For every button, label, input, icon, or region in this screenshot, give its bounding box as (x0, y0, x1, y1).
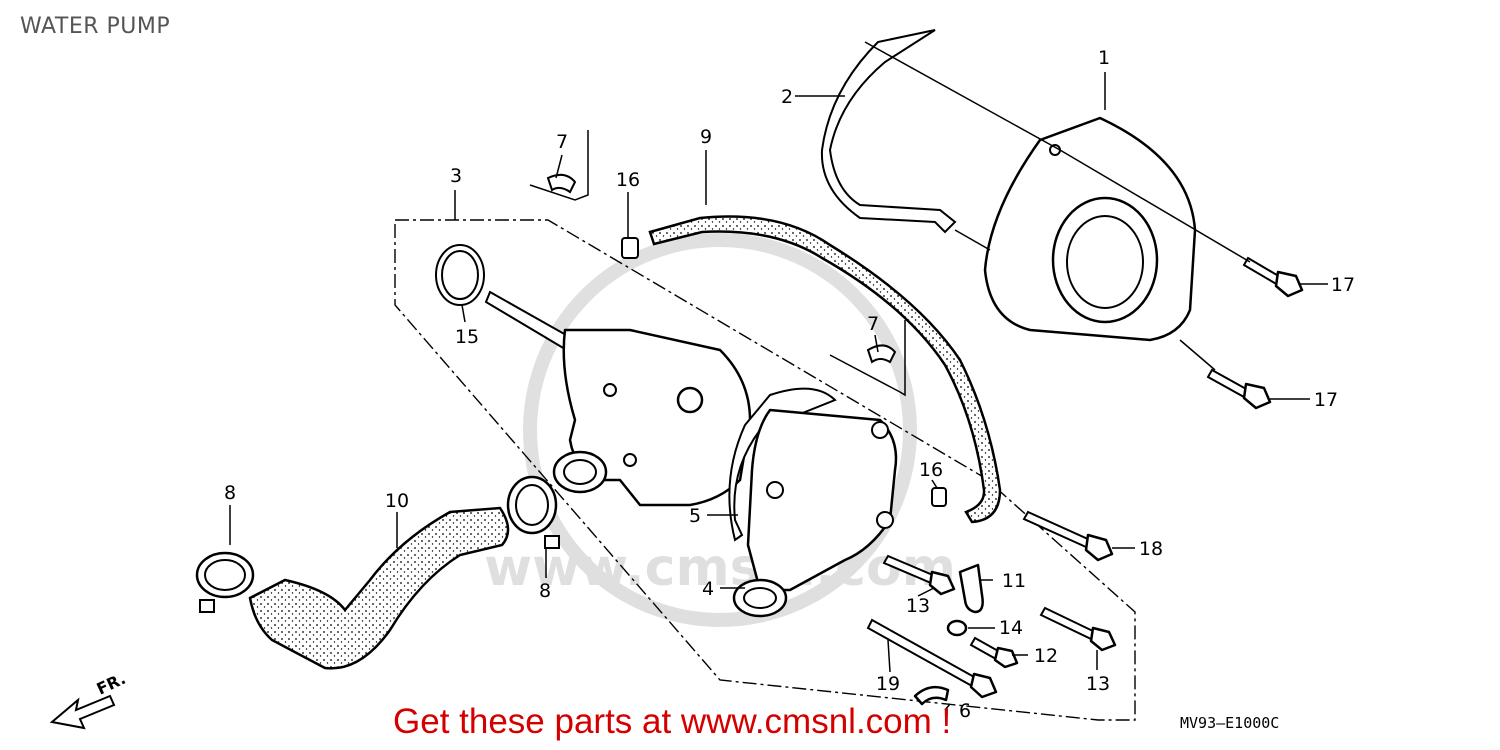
promo-link[interactable]: Get these parts at www.cmsnl.com ! (393, 702, 952, 741)
part-17-bolt-upper[interactable] (1242, 256, 1304, 298)
part-13-bolt-lower[interactable] (1039, 606, 1117, 652)
callout-16-lower: 16 (919, 459, 943, 481)
part-3-pump-body[interactable] (484, 290, 752, 507)
callout-16-upper: 16 (616, 169, 640, 191)
part-13-bolt-upper[interactable] (882, 554, 956, 596)
part-19-bolt[interactable] (866, 618, 998, 699)
part-5-o-ring-gasket[interactable] (728, 387, 837, 542)
front-direction-arrow: FR. (49, 669, 129, 730)
part-8-hose-clamp-left[interactable] (195, 551, 255, 613)
part-6-clip[interactable] (913, 685, 950, 706)
part-14-washer[interactable] (946, 619, 968, 637)
leader-lines (229, 41, 1328, 711)
callout-9: 9 (700, 126, 712, 148)
part-18-bolt[interactable] (1022, 510, 1114, 562)
callout-13-lower: 13 (1086, 673, 1110, 695)
callout-8-right: 8 (539, 580, 551, 602)
callout-12: 12 (1034, 645, 1058, 667)
part-11-bracket[interactable] (958, 563, 984, 614)
callout-11: 11 (1002, 570, 1026, 592)
part-17-bolt-lower[interactable] (1206, 368, 1272, 410)
callout-18: 18 (1139, 538, 1163, 560)
callout-19: 19 (876, 673, 900, 695)
callout-4: 4 (702, 578, 714, 600)
bracket-7-upper (529, 130, 589, 201)
part-7-clip-lower[interactable] (866, 344, 897, 364)
callout-5: 5 (689, 505, 701, 527)
callout-10: 10 (385, 490, 409, 512)
part-12-bolt[interactable] (969, 636, 1019, 669)
part-4-pump-cover[interactable] (732, 408, 898, 618)
callout-17-lower: 17 (1314, 389, 1338, 411)
part-15-o-ring-inner (441, 250, 479, 300)
diagram-code: MV93–E1000C (1180, 714, 1280, 732)
callout-14: 14 (999, 617, 1023, 639)
part-16-clip-upper[interactable] (621, 237, 639, 259)
part-1-cover[interactable] (983, 116, 1197, 342)
callout-8-left: 8 (224, 482, 236, 504)
part-9-bypass-hose[interactable] (648, 215, 1002, 524)
callout-7-upper: 7 (556, 131, 568, 153)
callout-15: 15 (455, 326, 479, 348)
callout-6: 6 (959, 700, 971, 722)
callout-1: 1 (1098, 47, 1110, 69)
callout-13-upper: 13 (906, 595, 930, 617)
bracket-7-lower (829, 320, 906, 397)
callout-17-upper: 17 (1331, 274, 1355, 296)
part-2-gasket[interactable] (820, 29, 957, 234)
callout-2: 2 (781, 86, 793, 108)
part-16-clip-lower[interactable] (931, 487, 947, 507)
callout-3: 3 (450, 165, 462, 187)
callout-7-lower: 7 (867, 313, 879, 335)
part-8-hose-clamp-right[interactable] (506, 475, 560, 549)
assembly-outline (394, 219, 1136, 721)
part-10-radiator-hose[interactable] (248, 506, 510, 670)
part-7-clip-upper[interactable] (546, 173, 577, 194)
callout-labels: 1 2 3 4 5 6 7 7 8 8 9 10 11 12 13 13 14 … (224, 47, 1355, 722)
direction-label: FR. (94, 669, 129, 699)
diagram-title: WATER PUMP (20, 14, 171, 39)
